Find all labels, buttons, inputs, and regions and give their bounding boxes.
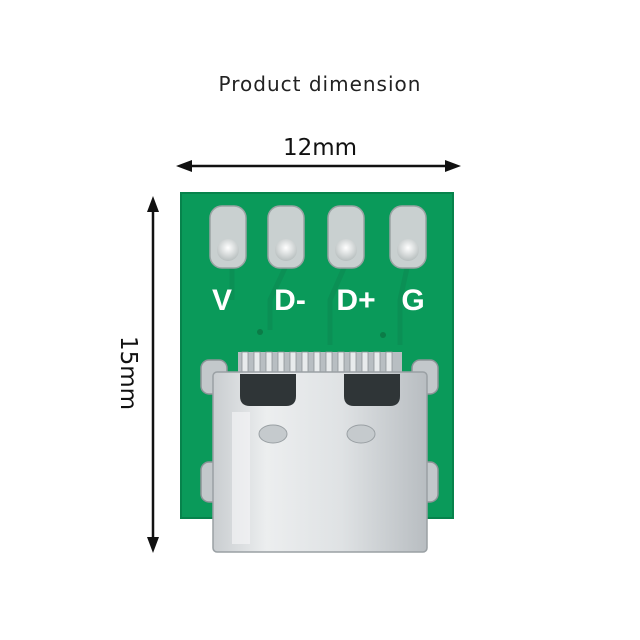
pad-v	[209, 205, 247, 269]
pad-d-plus	[327, 205, 365, 269]
pad-g	[389, 205, 427, 269]
height-dimension-arrow	[147, 196, 159, 553]
usb-c-connector	[200, 351, 439, 553]
pad-d-minus	[267, 205, 305, 269]
pin-label-g: G	[401, 284, 424, 317]
solder-pads	[209, 205, 427, 269]
width-dimension-label: 12mm	[282, 135, 358, 161]
width-dimension-arrow	[176, 160, 461, 172]
product-dimension-title: Product dimension	[218, 72, 422, 96]
pin-label-d-minus: D-	[274, 284, 306, 317]
pin-label-v: V	[212, 284, 232, 317]
pin-label-d-plus: D+	[336, 284, 375, 317]
connector-pins	[238, 351, 402, 374]
